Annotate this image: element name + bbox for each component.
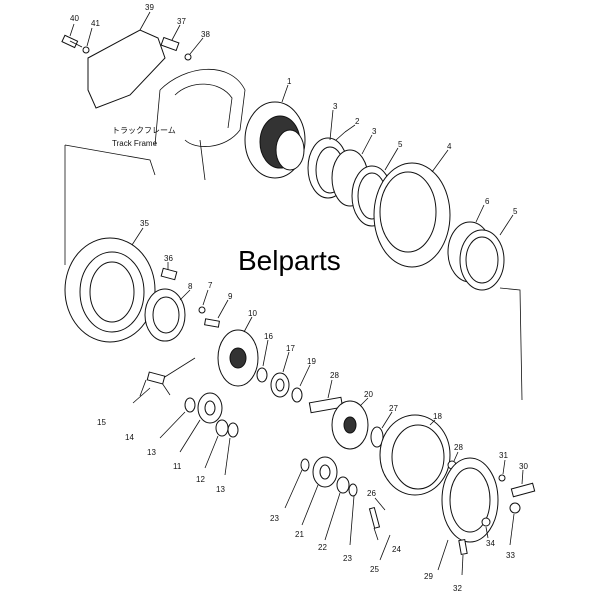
gear-21 <box>301 456 338 526</box>
plug-34 <box>481 517 491 539</box>
ring-19 <box>291 364 311 403</box>
sprocket-35 <box>64 227 156 343</box>
washer-23a <box>284 458 310 509</box>
ring-27 <box>370 411 393 448</box>
label-18: 18 <box>433 412 442 421</box>
label-11: 11 <box>173 462 182 471</box>
ring-5-lower <box>459 214 514 291</box>
label-21: 21 <box>295 530 304 539</box>
label-28b: 28 <box>454 443 463 452</box>
label-34: 34 <box>486 539 495 548</box>
bolt-37 <box>160 24 181 52</box>
shaft-14 <box>132 371 166 404</box>
label-25: 25 <box>370 565 379 574</box>
label-10: 10 <box>248 309 257 318</box>
track-frame-housing <box>154 68 246 181</box>
label-16: 16 <box>264 332 273 341</box>
motor-body-1 <box>244 84 306 179</box>
pin-7 <box>198 289 209 314</box>
watermark-text: Belparts <box>238 245 341 276</box>
seal-8 <box>144 288 191 342</box>
label-27: 27 <box>389 404 398 413</box>
label-22: 22 <box>318 543 327 552</box>
bearing-22 <box>324 476 350 541</box>
label-31: 31 <box>499 451 508 460</box>
track-frame-label-jp: トラックフレーム <box>112 126 176 135</box>
hub-4 <box>373 149 451 268</box>
gear-11 <box>179 392 223 453</box>
washer-38 <box>184 37 204 61</box>
label-23b: 23 <box>343 554 352 563</box>
label-5b: 5 <box>513 207 518 216</box>
pin-25 <box>379 534 391 561</box>
label-26: 26 <box>367 489 376 498</box>
label-7: 7 <box>208 281 213 290</box>
label-19: 19 <box>307 357 316 366</box>
label-32: 32 <box>453 584 462 593</box>
label-6: 6 <box>485 197 490 206</box>
washer-31 <box>498 459 506 482</box>
bolt-9 <box>204 299 229 328</box>
label-39: 39 <box>145 3 154 12</box>
label-35: 35 <box>140 219 149 228</box>
track-frame-label-en: Track Frame <box>112 139 158 148</box>
label-8: 8 <box>188 282 193 291</box>
ring-2 <box>335 124 356 141</box>
label-12: 12 <box>196 475 205 484</box>
label-14: 14 <box>125 433 134 442</box>
plug-33 <box>509 502 521 546</box>
shaft-28a <box>308 379 344 414</box>
label-38: 38 <box>201 30 210 39</box>
label-15: 15 <box>97 418 106 427</box>
label-30: 30 <box>519 462 528 471</box>
label-13a: 13 <box>147 448 156 457</box>
cover-plate-39 <box>87 11 166 109</box>
label-1: 1 <box>287 77 292 86</box>
bearing-12 <box>204 419 229 469</box>
bolt-32 <box>458 539 468 576</box>
bolt-36 <box>160 262 178 281</box>
label-3a: 3 <box>333 102 338 111</box>
label-23a: 23 <box>270 514 279 523</box>
cover-29 <box>437 457 499 571</box>
label-20: 20 <box>364 390 373 399</box>
label-9: 9 <box>228 292 233 301</box>
bolt-40 <box>61 23 83 49</box>
pin-26 <box>374 497 386 511</box>
label-33: 33 <box>506 551 515 560</box>
washer-23b <box>348 483 358 546</box>
label-41: 41 <box>91 19 100 28</box>
gear-17 <box>270 351 290 398</box>
bolt-30 <box>510 469 536 498</box>
label-2: 2 <box>355 117 360 126</box>
pin-24 <box>368 506 381 541</box>
washer-41 <box>82 27 93 54</box>
label-24: 24 <box>392 545 401 554</box>
label-40: 40 <box>70 14 79 23</box>
washer-13a <box>159 397 196 439</box>
leader-lines <box>64 144 523 401</box>
label-13b: 13 <box>216 485 225 494</box>
carrier-20 <box>331 397 369 450</box>
label-29: 29 <box>424 572 433 581</box>
washer-13b <box>224 422 239 476</box>
ring-gear-18 <box>379 414 451 496</box>
label-28a: 28 <box>330 371 339 380</box>
label-37: 37 <box>177 17 186 26</box>
label-17: 17 <box>286 344 295 353</box>
bearing-16 <box>256 339 269 383</box>
pin-15 <box>139 379 147 397</box>
label-36: 36 <box>164 254 173 263</box>
label-5a: 5 <box>398 140 403 149</box>
label-4: 4 <box>447 142 452 151</box>
carrier-10 <box>217 316 259 387</box>
label-3b: 3 <box>372 127 377 136</box>
